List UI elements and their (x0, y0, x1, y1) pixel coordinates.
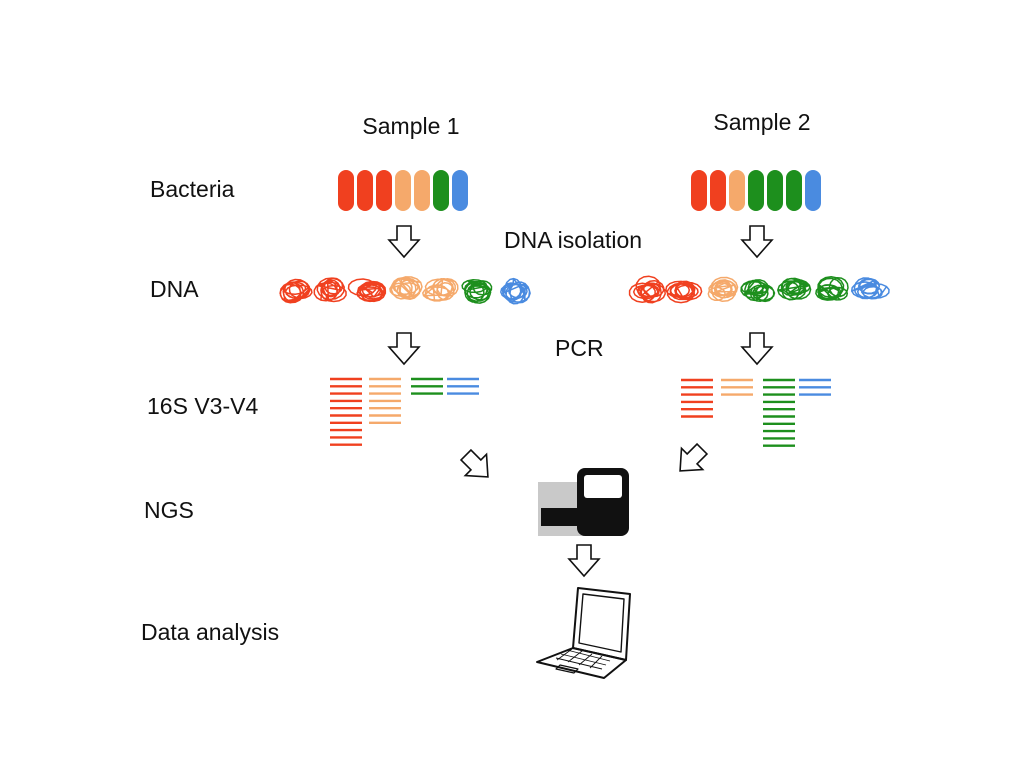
sample-2-title: Sample 2 (713, 109, 810, 135)
sample-1-dna (279, 276, 531, 305)
sequencer-icon (538, 468, 629, 536)
hollow-arrow-icon (567, 544, 601, 578)
dna-coil-orange (389, 276, 423, 301)
hollow-arrow-icon (679, 442, 709, 472)
step-label-dna-isolation: DNA isolation (504, 227, 642, 253)
hollow-arrow-icon (740, 225, 774, 259)
dna-coil-red (347, 278, 387, 303)
row-label-amplicons: 16S V3-V4 (147, 393, 258, 419)
dna-coil-green (740, 279, 776, 303)
dna-coil-orange (422, 278, 459, 302)
row-label-dna: DNA (150, 276, 199, 302)
bacterium-pill-red (376, 170, 392, 211)
sample-2-dna (628, 275, 890, 304)
row-label-data-analysis: Data analysis (141, 619, 279, 645)
dna-coil-red (665, 280, 703, 304)
row-label-ngs: NGS (144, 497, 194, 523)
sample-2-bacteria (691, 170, 821, 211)
dna-coil-orange (707, 276, 739, 303)
bacterium-pill-red (357, 170, 373, 211)
bacterium-pill-orange (414, 170, 430, 211)
dna-coil-green (461, 279, 493, 304)
hollow-arrow-icon (387, 225, 421, 259)
bacterium-pill-red (691, 170, 707, 211)
bacterium-pill-green (433, 170, 449, 211)
dna-coil-blue (500, 277, 531, 305)
sample-1-amplicons (330, 377, 479, 446)
dna-coil-red (628, 275, 666, 304)
bacterium-pill-red (338, 170, 354, 211)
bacterium-pill-green (786, 170, 802, 211)
bacterium-pill-orange (729, 170, 745, 211)
bacterium-pill-red (710, 170, 726, 211)
sample-1-title: Sample 1 (362, 113, 459, 139)
dna-coil-red (279, 278, 313, 304)
bacterium-pill-blue (805, 170, 821, 211)
sample-2-amplicons (681, 378, 831, 447)
row-label-bacteria: Bacteria (150, 176, 235, 202)
sample-1-bacteria (338, 170, 468, 211)
hollow-arrow-icon (387, 332, 421, 366)
hollow-arrow-icon (740, 332, 774, 366)
laptop-icon (536, 587, 631, 679)
dna-coil-green (815, 275, 849, 301)
bacterium-pill-orange (395, 170, 411, 211)
bacterium-pill-blue (452, 170, 468, 211)
dna-coil-green (777, 277, 812, 301)
step-label-pcr: PCR (555, 335, 604, 361)
dna-coil-red (313, 277, 347, 303)
bacterium-pill-green (767, 170, 783, 211)
hollow-arrow-icon (459, 448, 489, 478)
dna-coil-blue (850, 277, 890, 300)
bacterium-pill-green (748, 170, 764, 211)
